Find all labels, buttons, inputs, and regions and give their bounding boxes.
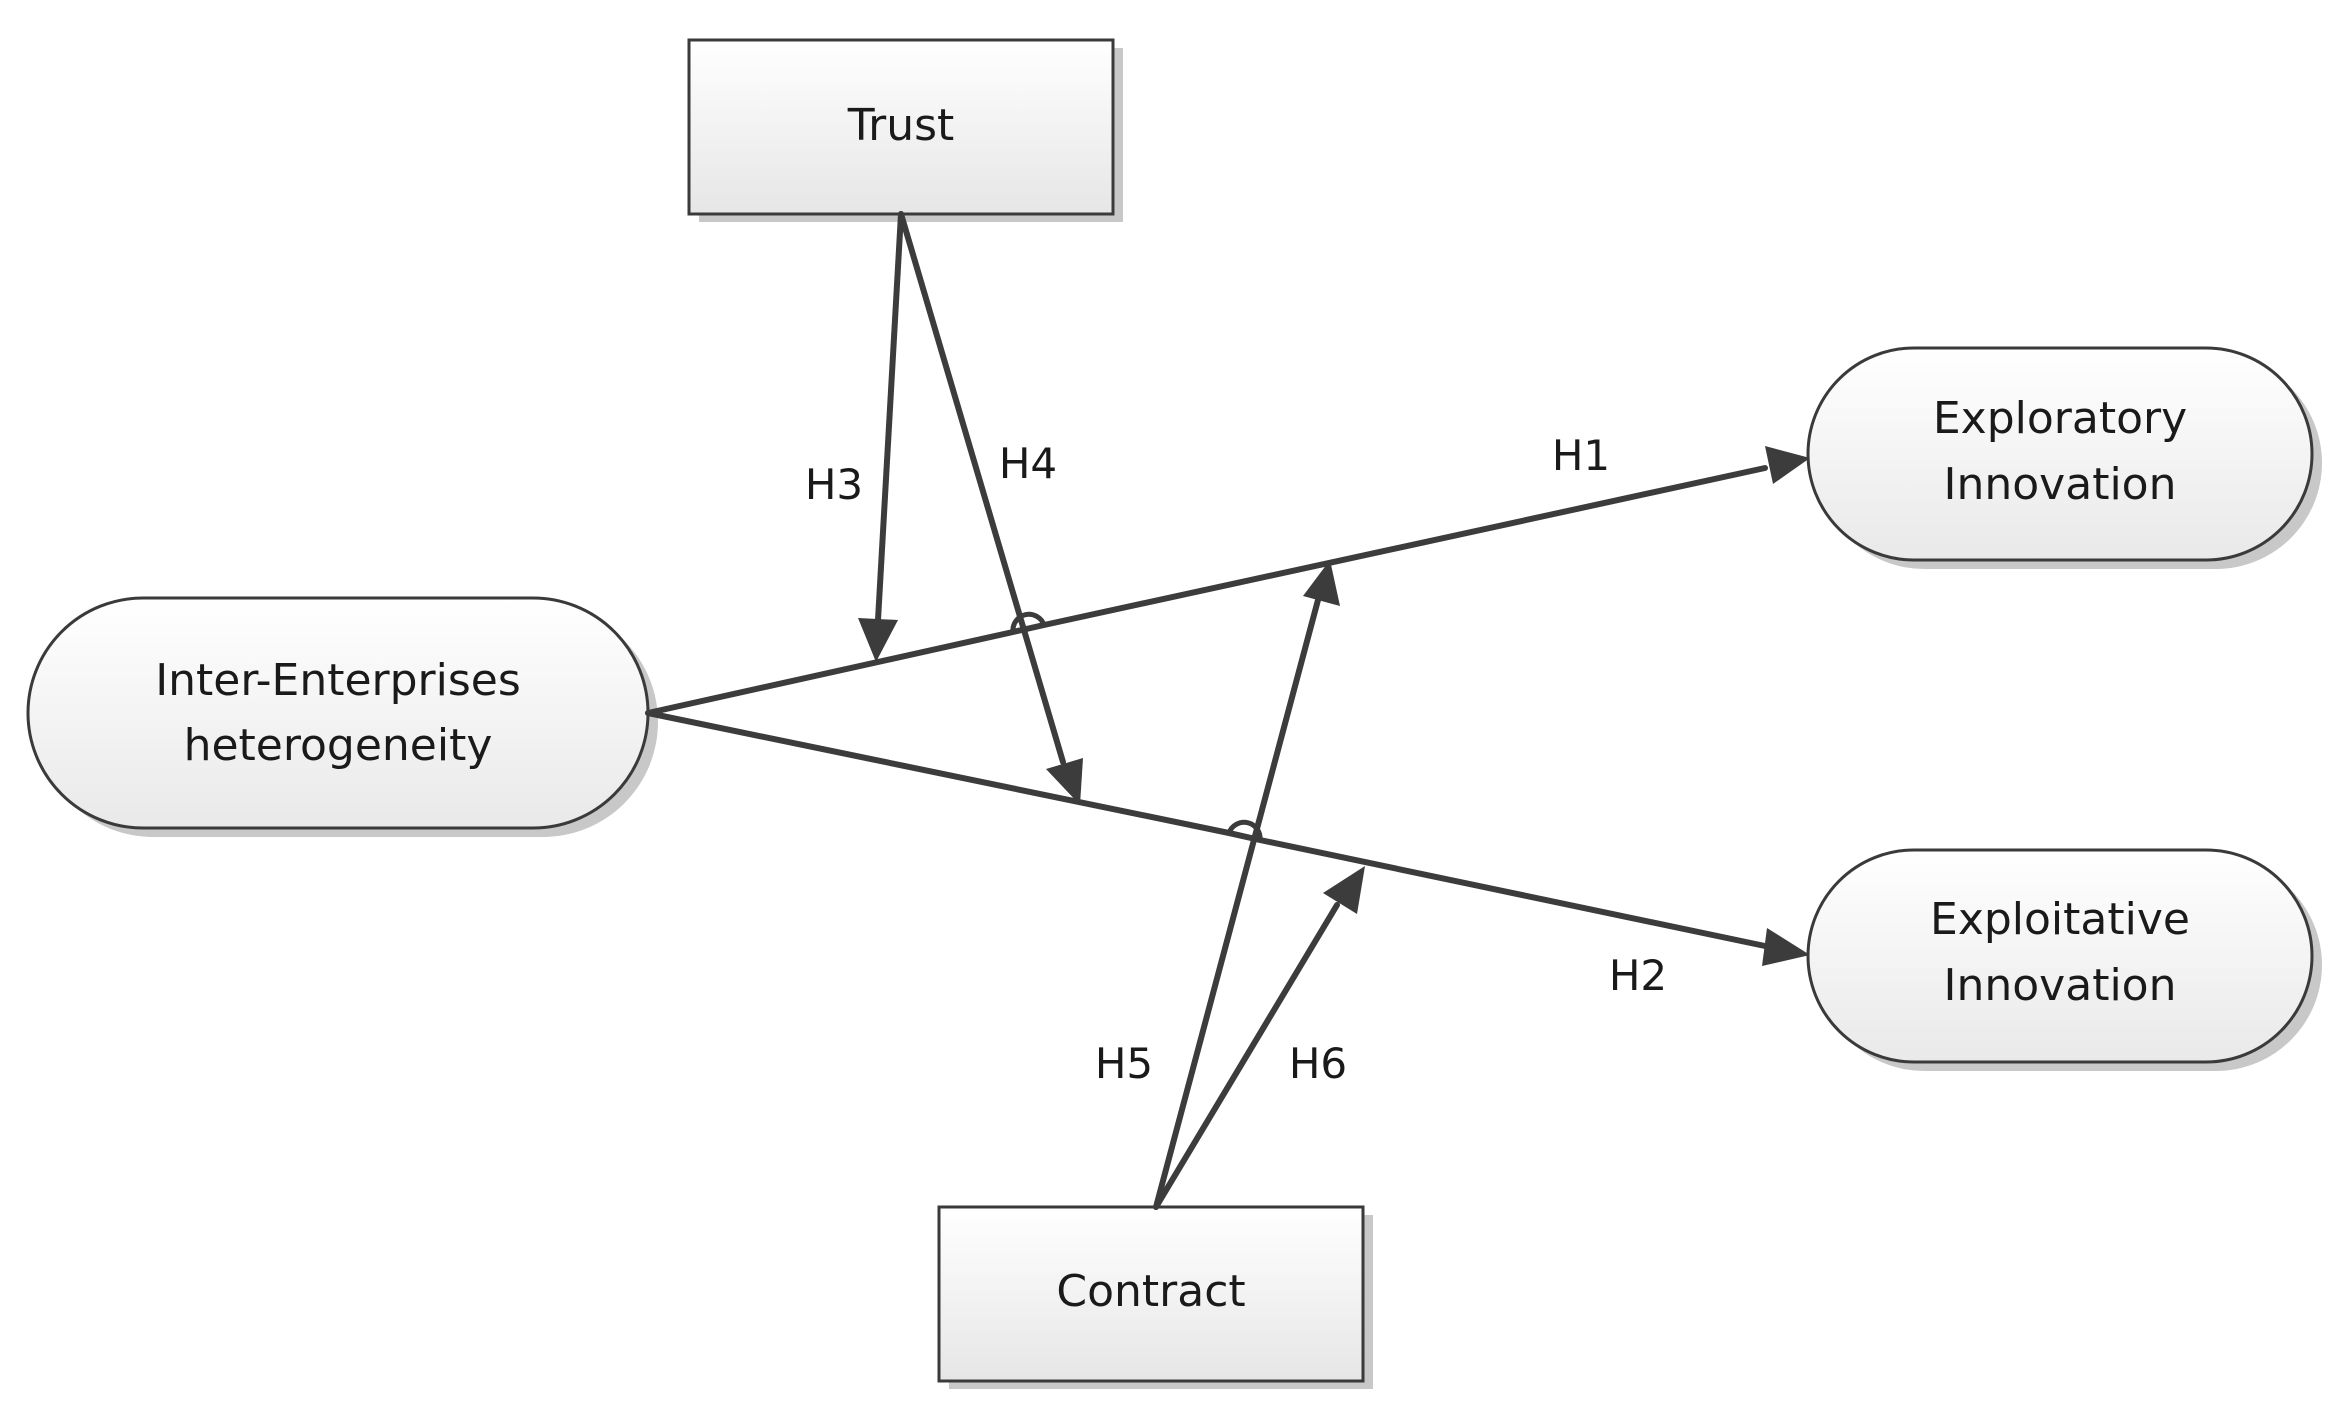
heterogeneity-node: Inter-Enterprises heterogeneity <box>26 596 650 830</box>
h6-label: H6 <box>1289 1039 1347 1088</box>
edge-h3 <box>858 211 904 662</box>
heterogeneity-label-line2: heterogeneity <box>184 720 493 771</box>
edge-h6 <box>1153 866 1365 1210</box>
edge-h5 <box>1153 560 1340 1210</box>
exploitative-label-line1: Exploitative <box>1930 894 2190 945</box>
h2-label: H2 <box>1609 951 1667 1000</box>
h4-label: H4 <box>999 439 1057 488</box>
contract-label: Contract <box>1056 1266 1245 1317</box>
h1-label: H1 <box>1552 431 1610 480</box>
contract-node: Contract <box>937 1205 1365 1383</box>
exploratory-label-line2: Innovation <box>1944 459 2177 510</box>
heterogeneity-label-line1: Inter-Enterprises <box>155 655 521 706</box>
exploratory-innovation-node: Exploratory Innovation <box>1806 346 2314 562</box>
edge-h4 <box>898 211 1083 805</box>
edge-h2 <box>645 710 1810 966</box>
trust-label: Trust <box>847 100 955 151</box>
h5-label: H5 <box>1095 1039 1153 1088</box>
exploratory-label-line1: Exploratory <box>1933 393 2187 444</box>
h3-label: H3 <box>805 460 863 509</box>
trust-node: Trust <box>687 38 1115 216</box>
edge-h1 <box>645 446 1810 716</box>
exploitative-innovation-node: Exploitative Innovation <box>1806 848 2314 1064</box>
exploitative-label-line2: Innovation <box>1944 960 2177 1011</box>
